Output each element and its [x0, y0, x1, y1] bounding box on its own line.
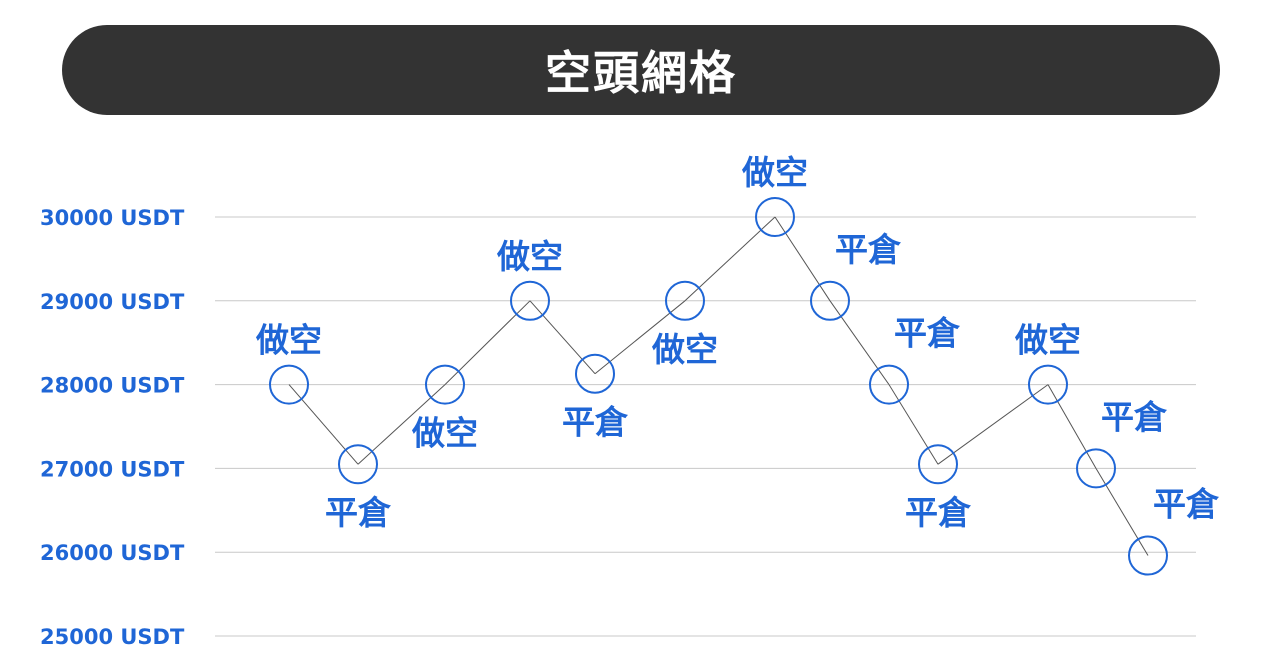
point-annotation: 做空 — [255, 321, 322, 360]
line-segment — [529, 300, 596, 375]
line-segment — [288, 384, 359, 465]
y-tick-label: 30000 USDT — [40, 206, 185, 230]
y-axis-labels: 30000 USDT 29000 USDT 28000 USDT 27000 USDT… — [40, 206, 185, 649]
grid-point-marker — [510, 280, 550, 321]
point-annotation: 做空 — [651, 330, 718, 369]
grid-point-marker — [575, 353, 615, 394]
line-segment — [1047, 384, 1097, 469]
point-annotation: 平倉 — [1101, 397, 1168, 436]
line-segment — [829, 300, 890, 385]
grid-point-marker — [1076, 448, 1116, 489]
point-annotation: 做空 — [411, 414, 478, 453]
line-segment — [1095, 468, 1149, 556]
grid-point-marker — [425, 364, 465, 405]
grid-point-marker — [338, 444, 378, 485]
grid-point-marker — [1028, 364, 1068, 405]
line-segment — [888, 384, 939, 465]
point-annotation: 做空 — [1014, 321, 1081, 360]
line-segment — [937, 384, 1049, 465]
grid-point-marker — [269, 364, 309, 405]
grid-point-marker — [918, 444, 958, 485]
grid-point-marker — [810, 280, 850, 321]
y-tick-label: 26000 USDT — [40, 541, 185, 565]
point-annotation: 做空 — [741, 153, 808, 192]
grid-point-marker — [1128, 535, 1168, 576]
y-tick-label: 28000 USDT — [40, 374, 185, 398]
y-tick-label: 27000 USDT — [40, 457, 185, 481]
point-annotation: 平倉 — [1153, 485, 1220, 524]
chart-title: 空頭網格 — [545, 46, 737, 100]
y-tick-label: 29000 USDT — [40, 290, 185, 314]
line-segment — [774, 216, 831, 302]
point-annotation: 平倉 — [562, 403, 629, 442]
point-annotation: 平倉 — [325, 493, 392, 532]
grid-points — [269, 197, 1168, 576]
grid-point-marker — [665, 280, 705, 321]
title-banner: 空頭網格 — [62, 25, 1220, 115]
grid-point-marker — [755, 197, 795, 237]
grid-point-marker — [869, 364, 909, 405]
point-annotation: 平倉 — [905, 493, 972, 532]
point-annotation: 平倉 — [894, 314, 961, 353]
price-line — [288, 216, 1149, 556]
gridlines — [215, 216, 1196, 637]
point-annotation: 平倉 — [835, 230, 902, 269]
line-segment — [684, 216, 776, 302]
point-annotation: 做空 — [496, 237, 563, 276]
y-tick-label: 25000 USDT — [40, 625, 185, 649]
